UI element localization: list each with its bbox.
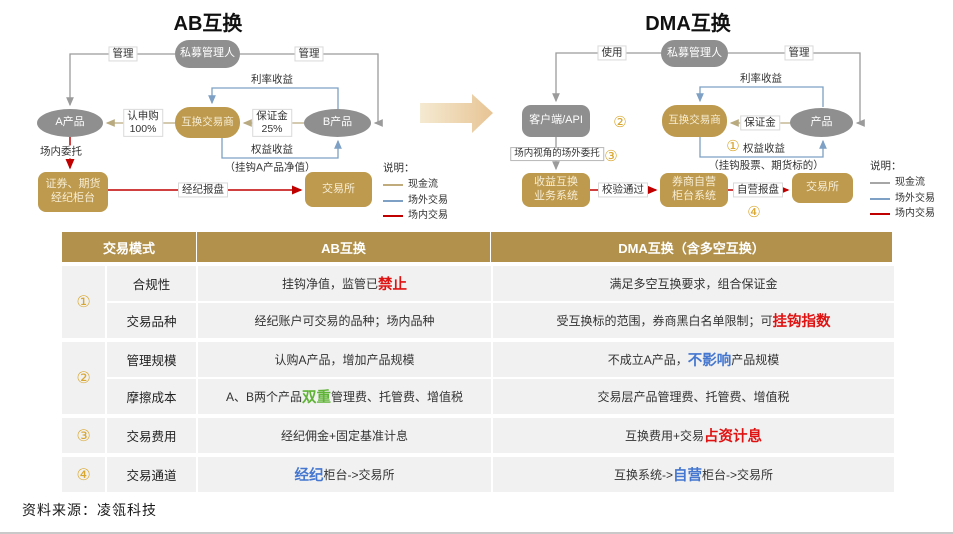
dma-cell: 不成立A产品，不影响产品规模: [493, 342, 894, 377]
table-group-1: ① 合规性 挂钩净值，监管已禁止 满足多空互换要求，组合保证金 交易品种 经纪账…: [62, 266, 894, 338]
ab-cell: 经纪佣金+固定基准计息: [198, 418, 491, 453]
row-label: 摩擦成本: [107, 379, 196, 414]
legend-right-title: 说明：: [870, 160, 902, 172]
legend-right: 说明： 现金流 场外交易 场内交易: [870, 158, 935, 222]
table-group-2: ② 管理规模 认购A产品，增加产品规模 不成立A产品，不影响产品规模 摩擦成本 …: [62, 342, 894, 414]
ab-cell: 挂钩净值，监管已禁止: [198, 266, 491, 301]
legend-label: 场外交易: [895, 192, 935, 204]
source-note: 资料来源：凌瓴科技: [22, 504, 157, 519]
dma-cell: 交易层产品管理费、托管费、增值税: [493, 379, 894, 414]
row-label: 交易费用: [107, 418, 196, 453]
legend-label: 现金流: [408, 179, 438, 191]
node-prop-desk: 券商自营 柜台系统: [660, 173, 728, 207]
node-swap-dealer-right: 互换交易商: [662, 105, 727, 137]
table-group-4: ④ 交易通道 经纪柜台->交易所 互换系统->自营柜台->交易所: [62, 457, 894, 492]
right-diagram-title: DMA互换: [645, 13, 731, 35]
otc-line-swatch: [383, 199, 403, 202]
left-diagram-title: AB互换: [173, 13, 243, 35]
legend-left-title: 说明：: [383, 162, 415, 174]
label-manage-right: 管理: [294, 46, 324, 62]
node-product: 产品: [790, 108, 853, 137]
exchange-line-swatch: [383, 215, 403, 218]
label-equity-income-right: 权益收益: [743, 142, 785, 155]
legend-label: 现金流: [895, 177, 925, 189]
label-margin: 保证金: [740, 115, 780, 131]
row-label: 合规性: [107, 266, 196, 301]
step-badge-1: ①: [726, 138, 740, 155]
node-fund-manager-right: 私募管理人: [661, 40, 728, 67]
ab-cell: 认购A产品，增加产品规模: [198, 342, 491, 377]
node-fund-manager-left: 私募管理人: [175, 40, 240, 68]
label-offsite-order: 场内视角的场外委托: [510, 147, 604, 161]
dma-cell: 互换费用+交易占资计息: [493, 418, 894, 453]
legend-label: 场外交易: [408, 194, 448, 206]
node-exchange-left: 交易所: [305, 172, 372, 207]
label-manage: 管理: [784, 45, 814, 61]
node-swap-system: 收益互换 业务系统: [522, 173, 590, 207]
node-product-a: A产品: [37, 109, 103, 137]
row-label: 管理规模: [107, 342, 196, 377]
header-dma-swap: DMA互换（含多空互换）: [491, 232, 892, 262]
node-swap-dealer-left: 互换交易商: [175, 107, 240, 138]
header-ab-swap: AB互换: [197, 232, 490, 262]
transition-arrow: [420, 94, 493, 133]
cash-flow-line-swatch: [383, 184, 403, 187]
label-prop-quote: 自营报盘: [733, 182, 783, 198]
cash-flow-line-swatch: [870, 182, 890, 185]
dma-cell: 互换系统->自营柜台->交易所: [493, 457, 894, 492]
circled-number: ②: [76, 370, 91, 387]
legend-label: 场内交易: [895, 208, 935, 220]
label-use: 使用: [597, 45, 627, 61]
label-onsite-order: 场内委托: [37, 145, 85, 159]
node-product-b: B产品: [304, 109, 371, 137]
ab-cell: A、B两个产品双重管理费、托管费、增值税: [198, 379, 491, 414]
label-margin-25: 保证金 25%: [252, 108, 292, 138]
exchange-line-swatch: [870, 213, 890, 216]
legend-left: 说明： 现金流 场外交易 场内交易: [383, 160, 448, 224]
label-equity-income-left: 权益收益: [251, 143, 293, 156]
label-equity-note-right: （挂钩股票、期货标的）: [708, 159, 824, 172]
label-check-pass: 校验通过: [598, 182, 648, 198]
group-number-cell: ②: [62, 342, 105, 414]
label-broker-quote: 经纪报盘: [178, 182, 228, 198]
node-client-api: 客户端/API: [522, 105, 590, 137]
node-broker-desk: 证券、期货 经纪柜台: [38, 172, 108, 212]
otc-line-swatch: [870, 197, 890, 200]
comparison-table: 交易模式 AB互换 DMA互换（含多空互换） ① 合规性 挂钩净值，监管已禁止 …: [62, 232, 894, 492]
ab-cell: 经纪账户可交易的品种；场内品种: [198, 303, 491, 338]
dma-cell: 受互换标的范围，券商黑白名单限制；可挂钩指数: [493, 303, 894, 338]
label-subscribe-100: 认申购 100%: [123, 108, 163, 138]
row-label: 交易品种: [107, 303, 196, 338]
node-exchange-right: 交易所: [792, 173, 853, 203]
group-number-cell: ①: [62, 266, 105, 338]
step-badge-2: ②: [613, 114, 627, 131]
legend-label: 场内交易: [408, 210, 448, 222]
step-badge-4: ④: [747, 204, 761, 221]
label-manage-left: 管理: [108, 46, 138, 62]
label-interest-income-left: 利率收益: [251, 73, 293, 86]
row-label: 交易通道: [107, 457, 196, 492]
header-trade-mode: 交易模式: [62, 232, 196, 262]
circled-number: ③: [76, 427, 91, 445]
label-interest-income-right: 利率收益: [740, 72, 782, 85]
ab-cell: 经纪柜台->交易所: [198, 457, 491, 492]
circled-number: ④: [76, 466, 91, 484]
step-badge-3: ③: [604, 148, 618, 165]
dma-cell: 满足多空互换要求，组合保证金: [493, 266, 894, 301]
circled-number: ①: [76, 294, 91, 311]
table-group-3: ③ 交易费用 经纪佣金+固定基准计息 互换费用+交易占资计息: [62, 418, 894, 453]
label-equity-note-left: （挂钩A产品净值）: [224, 161, 316, 174]
table-header-row: 交易模式 AB互换 DMA互换（含多空互换）: [62, 232, 892, 262]
group-number-cell: ③: [62, 418, 105, 453]
group-number-cell: ④: [62, 457, 105, 492]
